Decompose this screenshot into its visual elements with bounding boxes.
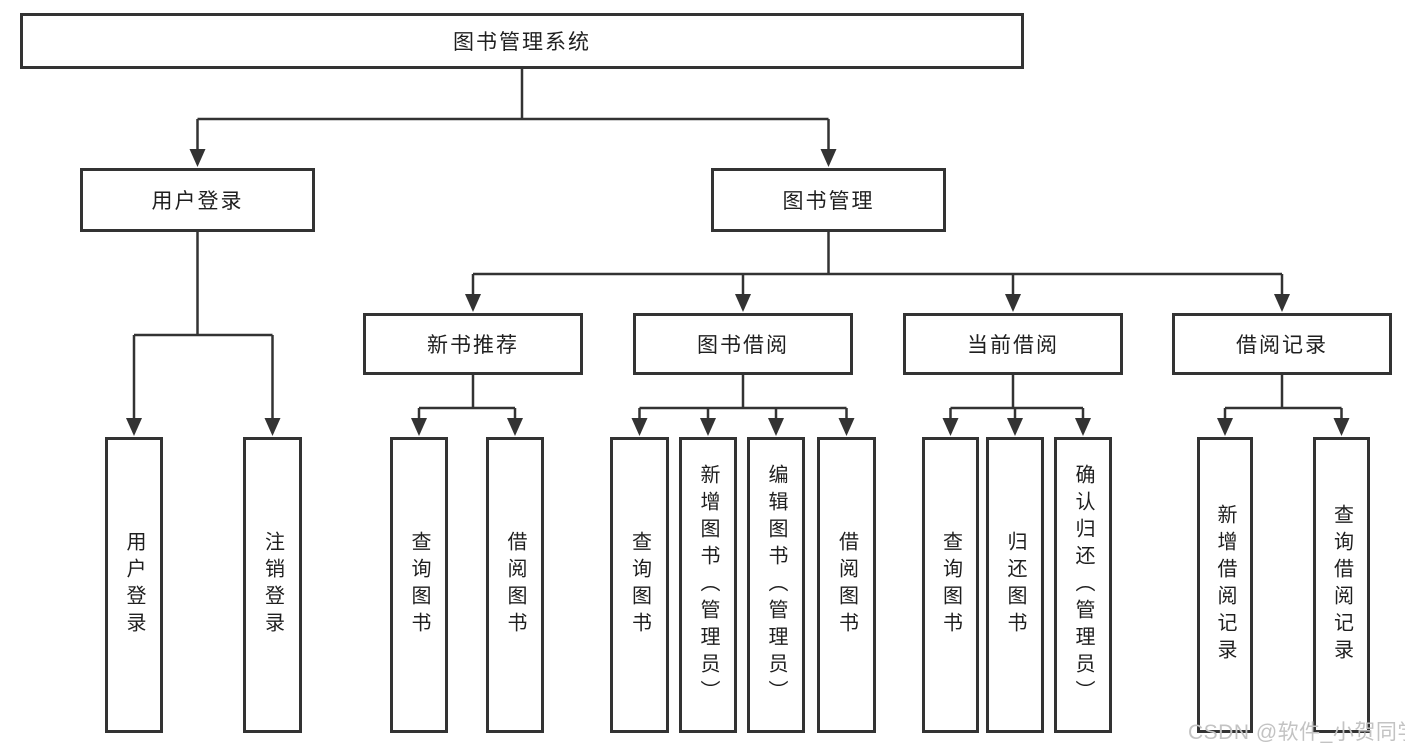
node-label: 图书管理系统 [453,31,591,54]
leaf-borrow-books-borrowing: 借阅图书 [817,437,876,733]
leaf-query-books-recommend: 查询图书 [390,437,448,733]
node-user-login: 用户登录 [80,168,315,232]
connector-root-to-level2 [196,69,830,164]
node-borrowing-records: 借阅记录 [1172,313,1392,375]
node-label: 图书借阅 [697,334,789,357]
leaf-add-books-admin: 新增图书（管理员） [679,437,737,733]
node-label: 借阅图书 [504,531,526,639]
node-book-borrowing: 图书借阅 [633,313,853,375]
node-label: 新增借阅记录 [1214,504,1236,666]
node-label: 新增图书（管理员） [697,463,719,707]
node-label: 确认归还（管理员） [1072,463,1094,707]
leaf-query-books-borrowing: 查询图书 [610,437,669,733]
node-label: 用户登录 [123,531,145,639]
node-label: 归还图书 [1004,531,1026,639]
node-book-management-system: 图书管理系统 [20,13,1024,69]
node-label: 新书推荐 [427,334,519,357]
node-label: 借阅记录 [1236,334,1328,357]
connector-book-management-to-level3 [471,232,1284,309]
node-label: 图书管理 [782,190,875,213]
node-label: 查询图书 [939,531,962,639]
node-label: 查询图书 [628,531,651,639]
node-label: 注销登录 [261,531,284,639]
node-label: 用户登录 [151,190,244,213]
connector-new-book-recommend-to-leaves [417,375,517,433]
leaf-edit-books-admin: 编辑图书（管理员） [747,437,805,733]
node-label: 编辑图书（管理员） [765,463,787,707]
connector-book-borrowing-to-leaves [638,375,848,433]
leaf-confirm-return-admin: 确认归还（管理员） [1054,437,1112,733]
leaf-return-books: 归还图书 [986,437,1044,733]
node-label: 当前借阅 [967,334,1059,357]
node-current-borrowing: 当前借阅 [903,313,1123,375]
connector-borrowing-records-to-leaves [1223,375,1343,433]
node-label: 查询借阅记录 [1330,504,1353,666]
leaf-user-login: 用户登录 [105,437,163,733]
watermark: CSDN @软件_小贺同学 [1188,721,1405,744]
leaf-query-borrow-record: 查询借阅记录 [1313,437,1370,733]
connector-user-login-to-leaves [132,232,274,433]
node-label: 借阅图书 [835,531,858,639]
connector-current-borrowing-to-leaves [949,375,1085,433]
leaf-query-books-current: 查询图书 [922,437,979,733]
node-book-management: 图书管理 [711,168,946,232]
node-new-book-recommend: 新书推荐 [363,313,583,375]
leaf-logout: 注销登录 [243,437,302,733]
leaf-add-borrow-record: 新增借阅记录 [1197,437,1253,733]
leaf-borrow-books-recommend: 借阅图书 [486,437,544,733]
node-label: 查询图书 [408,531,430,639]
